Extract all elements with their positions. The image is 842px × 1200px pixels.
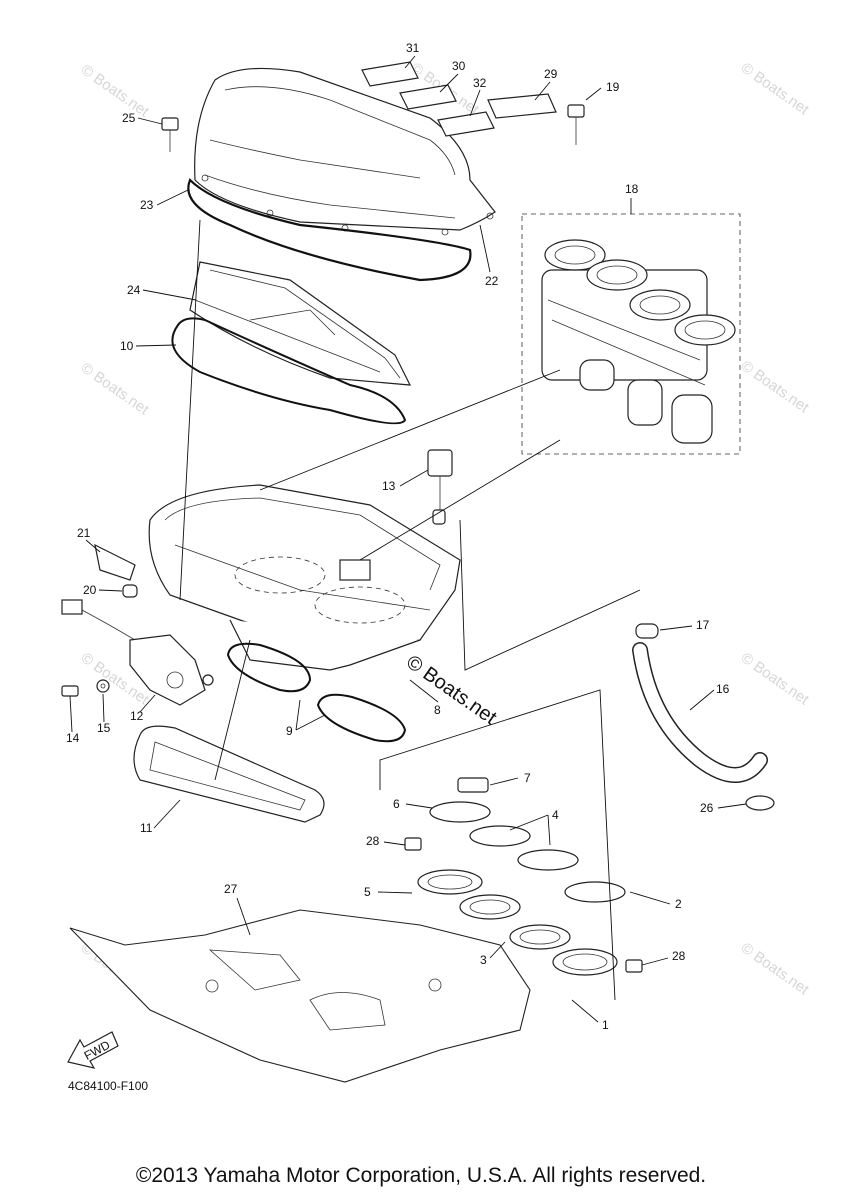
callout-12: 12: [130, 709, 144, 723]
callout-leaders: [69, 55, 747, 1023]
duct-gasket-left: [226, 642, 312, 693]
watermark: © Boats.net: [738, 939, 813, 998]
callout-3: 3: [480, 953, 487, 967]
callout-20: 20: [83, 583, 97, 597]
label-plates: [361, 61, 557, 137]
airbox-cover: [194, 67, 496, 236]
joint-assembly: [404, 777, 643, 976]
throttle-body-assembly: [541, 239, 736, 444]
callout-6: 6: [393, 797, 400, 811]
callout-1: 1: [602, 1018, 609, 1032]
callout-2: 2: [675, 897, 682, 911]
callout-17: 17: [696, 618, 710, 632]
callout-31: 31: [406, 41, 420, 55]
callout-19: 19: [606, 80, 620, 94]
watermark: © Boats.net: [78, 61, 153, 120]
callout-27: 27: [224, 882, 238, 896]
callout-28-lower: 28: [672, 949, 686, 963]
callout-5: 5: [364, 885, 371, 899]
hose-inner: [633, 643, 767, 782]
callout-24: 24: [127, 283, 141, 297]
callout-32: 32: [473, 76, 487, 90]
air-filter: [189, 261, 412, 386]
plate: [69, 909, 531, 1083]
callout-7: 7: [524, 771, 531, 785]
watermark: © Boats.net: [738, 649, 813, 708]
callout-16: 16: [716, 682, 730, 696]
callout-15: 15: [97, 721, 111, 735]
callout-26: 26: [700, 801, 714, 815]
duct-gasket-right: [316, 693, 407, 743]
bracket: [94, 543, 136, 581]
callout-25: 25: [122, 111, 136, 125]
callout-22: 22: [485, 274, 499, 288]
seal: [133, 725, 325, 823]
bolt-25: [161, 117, 179, 152]
callout-14: 14: [66, 731, 80, 745]
grommet: [122, 584, 138, 598]
callout-8: 8: [434, 703, 441, 717]
callout-9: 9: [286, 724, 293, 738]
airbox-body: [148, 484, 461, 671]
clip-26: [745, 795, 775, 811]
callout-21: 21: [77, 526, 91, 540]
copyright-notice: ©2013 Yamaha Motor Corporation, U.S.A. A…: [135, 1164, 707, 1187]
callout-18: 18: [625, 182, 639, 196]
callouts: 1 2 3 4 5 6 7 8 9 10 11 12 13 14 15 16 1…: [66, 41, 730, 1032]
callout-29: 29: [544, 67, 558, 81]
fwd-arrow: FWD: [67, 1031, 119, 1069]
callout-10: 10: [120, 339, 134, 353]
clamp-17: [635, 623, 659, 639]
callout-11: 11: [140, 821, 153, 835]
brand-watermark: © Boats.net: [402, 651, 501, 729]
callout-28-upper: 28: [366, 834, 380, 848]
filter-seal: [171, 317, 407, 425]
sensor-13: [427, 449, 453, 525]
callout-23: 23: [140, 198, 154, 212]
watermark: © Boats.net: [738, 357, 813, 416]
callout-30: 30: [452, 59, 466, 73]
cover-gasket: [187, 178, 472, 282]
watermark: © Boats.net: [738, 59, 813, 118]
diagram-code: 4C84100-F100: [68, 1079, 148, 1093]
callout-4: 4: [552, 808, 559, 822]
bolt-19: [567, 104, 585, 145]
callout-13: 13: [382, 479, 396, 493]
watermark: © Boats.net: [78, 359, 153, 418]
